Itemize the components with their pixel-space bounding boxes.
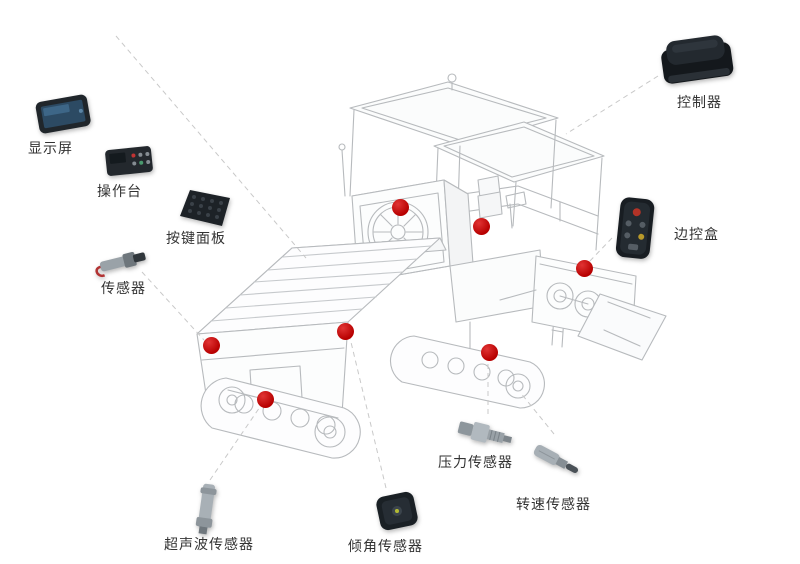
controller-box-image bbox=[661, 35, 734, 84]
label-tilt-sensor: 倾角传感器 bbox=[348, 538, 423, 554]
tilt-sensor-image bbox=[376, 491, 418, 531]
display-screen-image bbox=[35, 94, 91, 134]
sensor-location-marker bbox=[481, 344, 498, 361]
operation-console-image bbox=[105, 146, 153, 176]
sensor-location-marker bbox=[576, 260, 593, 277]
speed-sensor-image bbox=[533, 444, 579, 473]
label-ultrasonic-sensor: 超声波传感器 bbox=[164, 536, 254, 552]
cable-sensor-image bbox=[95, 252, 146, 278]
ultrasonic-sensor-image bbox=[195, 483, 217, 535]
label-keypad-panel: 按键面板 bbox=[166, 230, 226, 246]
label-pressure-sensor: 压力传感器 bbox=[438, 454, 513, 470]
keypad-panel-image bbox=[180, 190, 230, 226]
sensor-location-marker bbox=[337, 323, 354, 340]
side-control-box-image bbox=[615, 197, 655, 259]
sensor-location-marker bbox=[473, 218, 490, 235]
label-cable-sensor: 传感器 bbox=[101, 280, 146, 296]
label-side-control-box: 边控盒 bbox=[674, 226, 719, 242]
label-controller: 控制器 bbox=[677, 94, 722, 110]
sensor-location-marker bbox=[203, 337, 220, 354]
label-speed-sensor: 转速传感器 bbox=[516, 496, 591, 512]
label-display-screen: 显示屏 bbox=[28, 140, 73, 156]
sensor-location-marker bbox=[392, 199, 409, 216]
pressure-sensor-image bbox=[457, 421, 512, 443]
sensor-location-marker bbox=[257, 391, 274, 408]
label-operation-console: 操作台 bbox=[97, 183, 142, 199]
